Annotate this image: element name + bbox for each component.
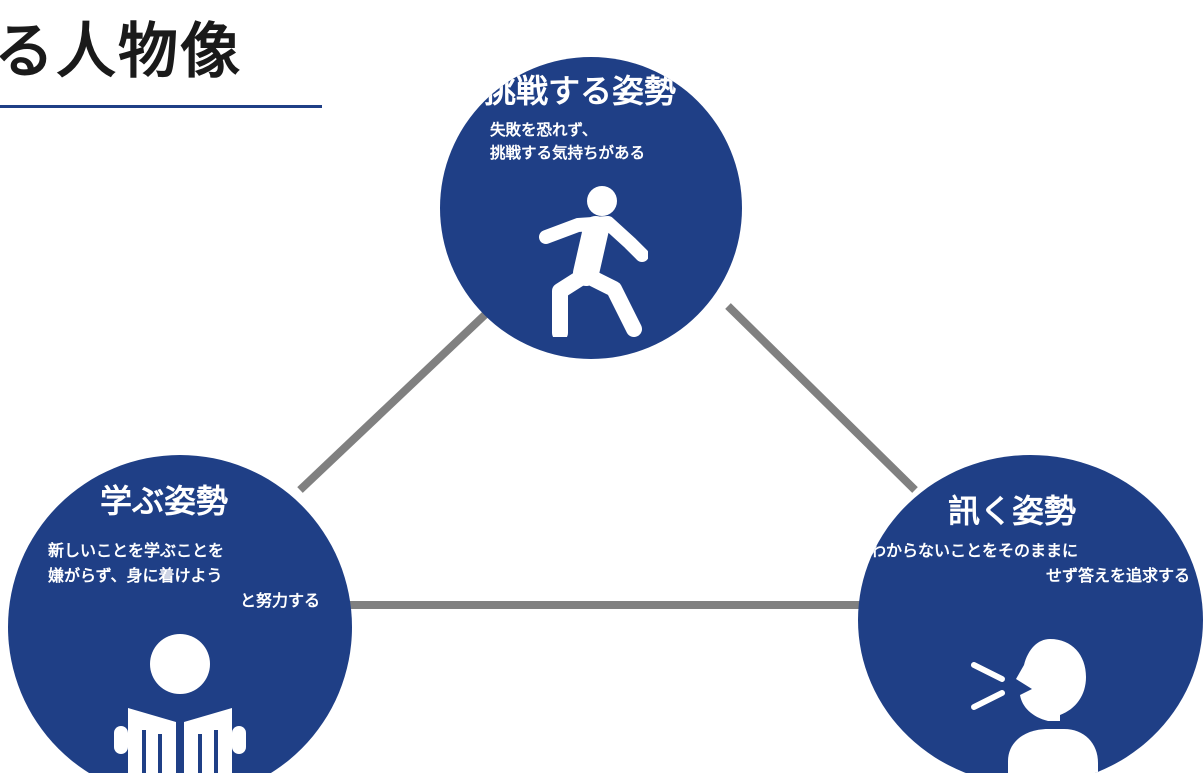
- title-underline: [0, 105, 322, 108]
- connector-top-right: [725, 303, 918, 493]
- node-challenge-description: 失敗を恐れず、 挑戦する気持ちがある: [490, 119, 645, 166]
- node-ask-heading: 訊く姿勢: [948, 492, 1077, 530]
- speaking-person-icon: [971, 639, 1098, 773]
- node-ask-desc-line: せず答えを追求する: [1045, 565, 1190, 585]
- running-person-icon: [539, 186, 648, 337]
- reading-person-icon: [114, 634, 246, 773]
- node-challenge-desc-line: 挑戦する気持ちがある: [490, 144, 646, 163]
- node-learn-heading: 学ぶ姿勢: [100, 482, 229, 520]
- node-learn-desc-line: 新しいことを学ぶことを: [48, 541, 225, 560]
- node-learn-description: 新しいことを学ぶことを 嫌がらず、身に着けよう と努力する: [48, 539, 320, 613]
- page-title: る人物像: [0, 17, 242, 87]
- node-ask: 訊く姿勢 わからないことをそのままに せず答えを追求する: [858, 455, 1203, 773]
- node-challenge: 挑戦する姿勢 失敗を恐れず、 挑戦する気持ちがある: [440, 57, 742, 359]
- node-challenge-heading: 挑戦する姿勢: [484, 72, 677, 110]
- node-ask-desc-line: わからないことをそのままに: [870, 541, 1079, 560]
- connector-top-left: [297, 307, 493, 493]
- node-learn-desc-line: 嫌がらず、身に着けよう: [48, 565, 223, 585]
- node-learn-desc-line: と努力する: [239, 590, 320, 610]
- node-ask-description: わからないことをそのままに せず答えを追求する: [870, 539, 1190, 589]
- node-challenge-desc-line: 失敗を恐れず、: [490, 121, 598, 139]
- node-learn: 学ぶ姿勢 新しいことを学ぶことを 嫌がらず、身に着けよう と努力する: [8, 455, 352, 773]
